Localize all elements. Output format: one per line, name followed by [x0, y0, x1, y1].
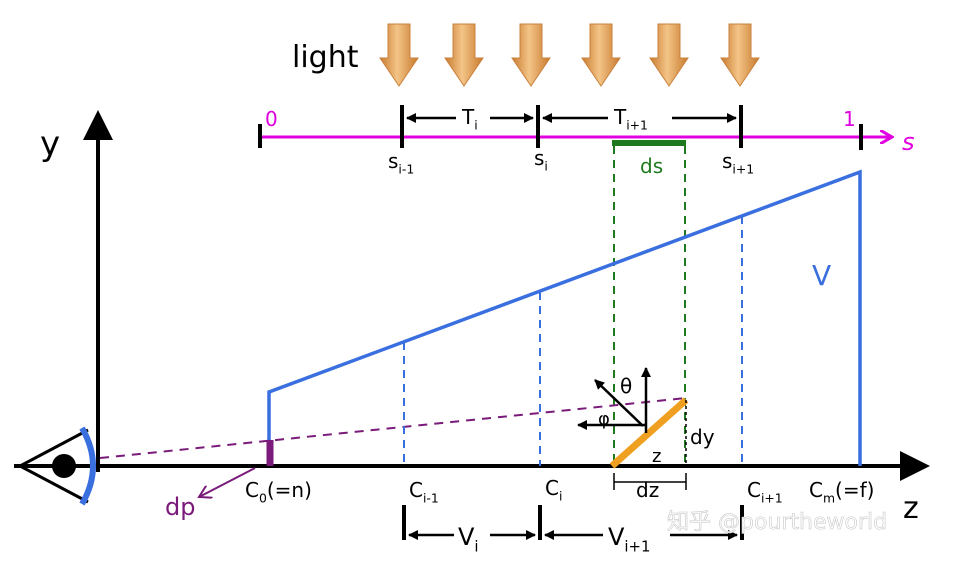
- light-arrows: [379, 23, 760, 87]
- down-arrow-icon: [444, 23, 484, 87]
- phi-label: φ: [598, 409, 610, 430]
- theta-label: θ: [620, 374, 632, 398]
- s-prev-label: si-1: [388, 149, 414, 177]
- particle-segment: [609, 397, 689, 469]
- down-arrow-icon: [511, 23, 551, 87]
- down-arrow-icon: [379, 23, 419, 87]
- c-next-label: Ci+1: [747, 478, 783, 506]
- s-cur-label: si: [534, 146, 548, 174]
- down-arrow-icon: [581, 23, 621, 87]
- z-axis-label: z: [903, 491, 919, 526]
- particle-diag-arrow: [594, 379, 644, 427]
- z-axis-arrowhead: [900, 451, 930, 481]
- V-next-label: Vi+1: [608, 523, 651, 556]
- down-arrow-icon: [649, 23, 689, 87]
- volume-outline: [267, 169, 862, 466]
- volume-label: V: [812, 259, 831, 292]
- dp-arrow: [199, 467, 256, 497]
- s-axis-label: s: [902, 128, 915, 156]
- watermark: 知乎 @pourtheworld: [667, 510, 887, 535]
- c-prev-label: Ci-1: [409, 478, 439, 506]
- dy-label: dy: [690, 425, 715, 449]
- eye-icon: [16, 426, 96, 506]
- dp-label: dp: [165, 493, 195, 521]
- c0-label: C0(=n): [245, 478, 312, 506]
- T-next-label: Ti+1: [613, 105, 648, 133]
- particle-z-label: z: [652, 446, 661, 467]
- light-label: light: [292, 40, 359, 75]
- ds-label: ds: [640, 154, 663, 178]
- s-end-label: 1: [843, 107, 856, 131]
- cm-label: Cm(=f): [809, 478, 874, 506]
- y-axis-label: y: [40, 124, 60, 164]
- V-cur-label: Vi: [458, 523, 479, 556]
- y-axis-arrowhead: [83, 110, 113, 140]
- s-start-label: 0: [265, 107, 278, 131]
- c-cur-label: Ci: [545, 476, 562, 504]
- T-cur-label: Ti: [461, 105, 478, 133]
- view-ray: [99, 397, 687, 459]
- down-arrow-icon: [720, 23, 760, 87]
- s-next-label: si+1: [722, 149, 754, 177]
- dz-label: dz: [636, 478, 659, 502]
